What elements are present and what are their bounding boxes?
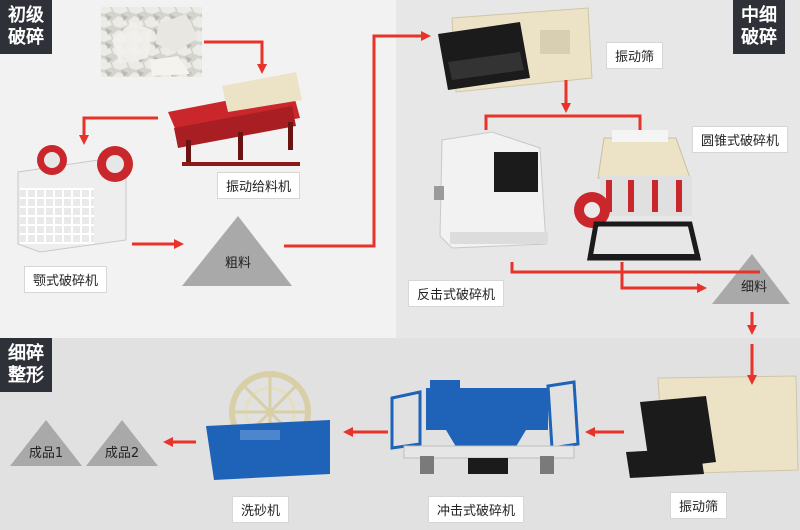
arrow-screen-split [484,114,642,130]
cone-crusher-machine [574,130,702,261]
arrow-crushers-to-fine [620,262,707,293]
label-vibrating-screen-top: 振动筛 [606,42,664,69]
product-2-pile [86,420,158,466]
arrow-coarse-to-screen [284,31,431,248]
arrow-crushers-merge-a [510,262,760,274]
fine-material-label: 细料 [740,280,767,295]
arrow-rock-to-feeder [204,40,267,74]
label-cone-crusher: 圆锥式破碎机 [692,126,789,153]
jaw-crusher-machine [17,145,133,253]
product-2-label: 成品2 [104,446,140,461]
vsi-crusher-machine [390,380,580,474]
coarse-material-label: 粗料 [224,256,251,271]
product-1-label: 成品1 [28,446,64,461]
vibrating-screen-bottom-machine [626,375,799,478]
label-impact-crusher: 反击式破碎机 [408,280,505,307]
flow-arrows [79,31,760,447]
arrow-feeder-to-jaw [79,116,158,145]
stage-tag-shaping: 细碎 整形 [0,338,52,392]
stage-tag-secondary: 中细 破碎 [733,0,785,54]
vibrating-feeder-machine [168,72,302,166]
coarse-material-pile [182,216,292,286]
stage-tag-primary: 初级 破碎 [0,0,52,54]
impact-crusher-machine [434,131,548,249]
product-1-pile [10,420,82,466]
label-sand-washer: 洗砂机 [232,496,290,523]
fine-material-pile [712,254,790,304]
sand-washer-machine [206,371,330,480]
label-vsi-crusher: 冲击式破碎机 [428,496,525,523]
vibrating-screen-top-machine [438,7,593,93]
label-vibrating-feeder: 振动给料机 [217,172,301,199]
raw-rock-image [101,7,202,77]
label-jaw-crusher: 颚式破碎机 [24,266,108,293]
label-vibrating-screen-bottom: 振动筛 [670,492,728,519]
